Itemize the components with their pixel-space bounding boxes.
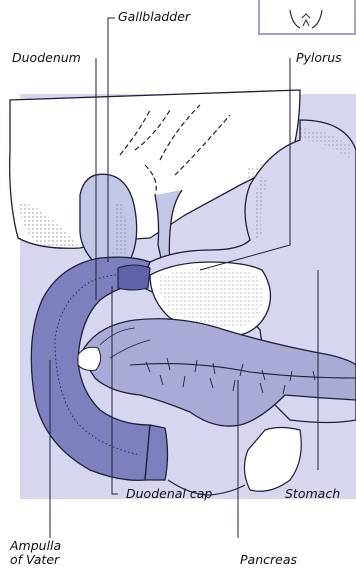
inset-thumbnail	[259, 0, 355, 34]
label-pylorus: Pylorus	[296, 51, 342, 65]
ampulla-region	[78, 347, 101, 370]
label-duodenum: Duodenum	[12, 51, 81, 65]
label-ampulla-of-vater: Ampulla of Vater	[10, 539, 70, 567]
label-stomach: Stomach	[285, 487, 340, 501]
label-ampulla-line1: Ampulla	[10, 538, 61, 553]
label-pancreas: Pancreas	[240, 553, 297, 567]
label-duodenal-cap: Duodenal cap	[126, 487, 212, 501]
label-ampulla-line2: of Vater	[10, 552, 59, 567]
label-gallbladder: Gallbladder	[118, 10, 190, 24]
duodenal-cap	[118, 265, 150, 290]
